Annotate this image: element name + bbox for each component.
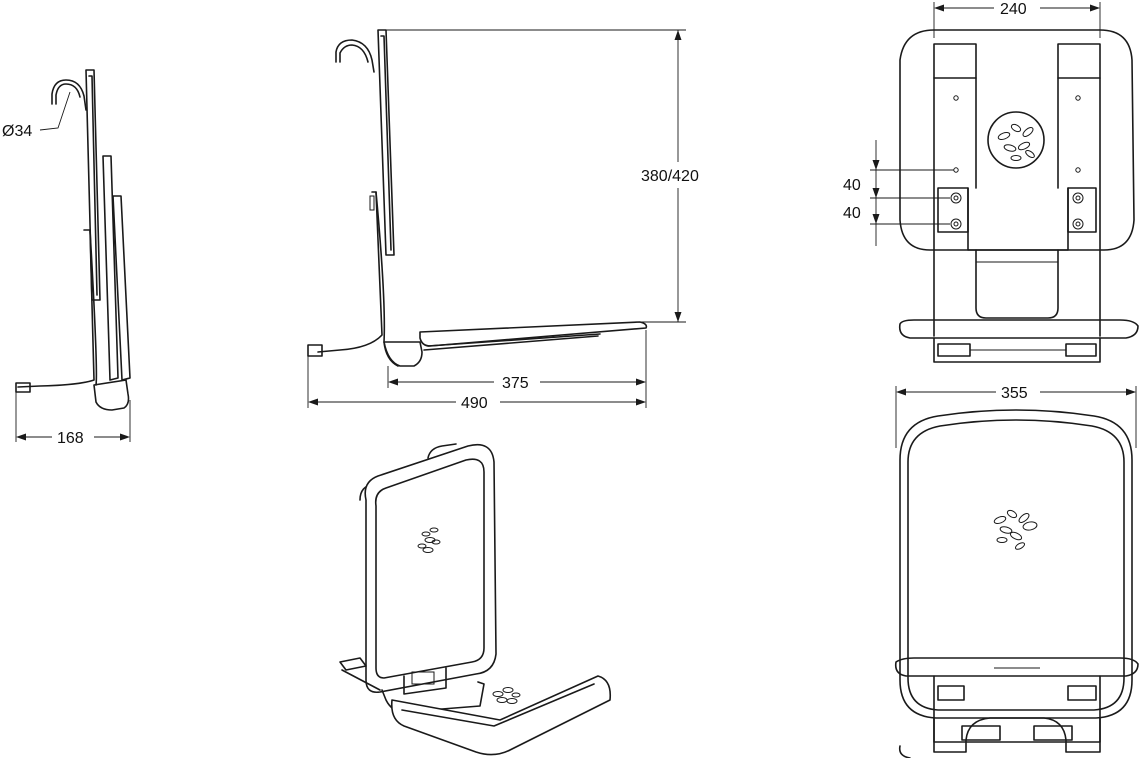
logo-mark-back-view: [987, 111, 1045, 169]
back-view: 240: [843, 1, 1139, 363]
seat-depth-label: 375: [502, 375, 529, 392]
isometric-view: [339, 443, 612, 756]
logo-mark-top-view: [993, 509, 1038, 550]
total-depth-label: 490: [461, 395, 488, 412]
hook-diameter-label: Ø34: [2, 123, 32, 140]
top-view: 355: [894, 385, 1139, 758]
hole-spacing-label-1: 40: [843, 177, 861, 194]
side-depth-label: 168: [57, 430, 84, 447]
logo-mark-seat: [492, 687, 521, 704]
hole-spacing-label-2: 40: [843, 205, 861, 222]
side-view-folded: Ø34 168: [2, 69, 131, 447]
height-label: 380/420: [641, 168, 699, 185]
logo-mark-back: [417, 527, 441, 553]
side-view-unfolded: 380/420 375 490: [307, 29, 699, 412]
seat-width-label: 355: [1001, 385, 1028, 402]
back-width-label: 240: [1000, 1, 1027, 18]
